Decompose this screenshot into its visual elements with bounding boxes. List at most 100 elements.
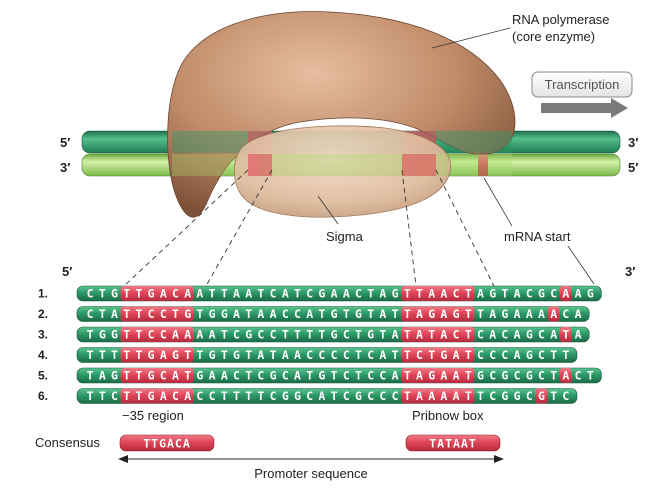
base-letter: C — [575, 369, 582, 383]
rna-polymerase-label: RNA polymerase — [512, 12, 610, 27]
base-letter: A — [526, 307, 533, 321]
base-letter: A — [428, 287, 435, 301]
sequence-row-number: 6. — [38, 389, 48, 403]
base-letter: A — [209, 328, 216, 342]
base-letter: T — [428, 328, 435, 342]
top-strand-3prime: 3′ — [628, 135, 638, 150]
sigma-mark-10 — [402, 154, 436, 176]
base-letter: T — [477, 307, 484, 321]
transcription-button — [531, 71, 633, 98]
base-letter: A — [416, 328, 423, 342]
base-letter: A — [538, 307, 545, 321]
sequence-highlight — [401, 327, 475, 342]
base-letter: T — [318, 328, 325, 342]
base-letter: T — [135, 389, 142, 403]
base-letter: C — [477, 348, 484, 362]
base-letter: T — [196, 307, 203, 321]
sequence-highlight — [559, 327, 572, 342]
base-letter: C — [453, 287, 460, 301]
base-letter: G — [538, 389, 545, 403]
base-letter: T — [355, 328, 362, 342]
base-letter: A — [221, 369, 228, 383]
top-strand-5prime: 5′ — [60, 135, 70, 150]
base-letter: T — [87, 389, 94, 403]
sequence-row-number: 2. — [38, 307, 48, 321]
base-letter: G — [526, 348, 533, 362]
base-letter: G — [501, 369, 508, 383]
base-letter: T — [343, 307, 350, 321]
base-letter: C — [306, 348, 313, 362]
base-letter: G — [526, 328, 533, 342]
base-letter: G — [538, 287, 545, 301]
base-letter: T — [172, 307, 179, 321]
strand-mark-start-bottom — [478, 154, 488, 176]
base-letter: G — [111, 328, 118, 342]
base-letter: C — [257, 328, 264, 342]
sigma-subunit — [233, 125, 452, 218]
base-letter: T — [416, 287, 423, 301]
base-letter: G — [428, 369, 435, 383]
base-letter: C — [453, 328, 460, 342]
base-letter: C — [160, 369, 167, 383]
base-letter: T — [245, 369, 252, 383]
base-letter: C — [233, 328, 240, 342]
base-letter: C — [282, 307, 289, 321]
base-letter: C — [209, 389, 216, 403]
base-letter: C — [172, 287, 179, 301]
base-letter: G — [355, 389, 362, 403]
base-letter: A — [514, 348, 521, 362]
base-letter: T — [355, 348, 362, 362]
base-letter: T — [562, 328, 569, 342]
base-letter: G — [489, 287, 496, 301]
sequence-highlight — [120, 347, 194, 363]
base-letter: C — [160, 328, 167, 342]
sequence-highlight — [120, 327, 194, 342]
sequence-row-number: 5. — [38, 369, 48, 383]
base-letter: T — [404, 328, 411, 342]
promoter-span-arrow — [118, 455, 504, 463]
base-letter: T — [404, 348, 411, 362]
base-letter: T — [465, 348, 472, 362]
base-letter: A — [575, 287, 582, 301]
base-letter: G — [245, 328, 252, 342]
base-letter: G — [233, 348, 240, 362]
base-letter: A — [562, 287, 569, 301]
base-letter: T — [99, 348, 106, 362]
base-letter: T — [87, 369, 94, 383]
sigma-strand-bottom — [258, 154, 448, 176]
consensus-pribnow: TATAAT — [405, 434, 501, 452]
base-letter: C — [270, 328, 277, 342]
base-letter: T — [465, 328, 472, 342]
base-letter: C — [343, 389, 350, 403]
base-letter: A — [575, 328, 582, 342]
base-letter: G — [501, 389, 508, 403]
base-letter: A — [514, 307, 521, 321]
base-letter: A — [514, 328, 521, 342]
bottom-strand-5prime: 5′ — [628, 160, 638, 175]
base-letter: C — [148, 307, 155, 321]
base-letter: T — [135, 369, 142, 383]
base-letter: T — [404, 389, 411, 403]
base-letter: A — [184, 287, 191, 301]
base-letter: T — [196, 348, 203, 362]
base-letter: T — [270, 348, 277, 362]
base-letter: G — [587, 287, 594, 301]
seq-3prime: 3′ — [625, 264, 635, 279]
base-letter: C — [501, 348, 508, 362]
base-letter: G — [514, 389, 521, 403]
sequence-highlight — [401, 347, 475, 363]
base-letter: T — [123, 307, 130, 321]
base-letter: A — [196, 287, 203, 301]
base-letter: C — [87, 287, 94, 301]
base-letter: T — [465, 369, 472, 383]
transcription-label: Transcription — [545, 77, 620, 92]
sigma-leader — [317, 195, 339, 225]
base-letter: C — [538, 328, 545, 342]
base-letter: T — [379, 328, 386, 342]
sigma-label: Sigma — [326, 229, 364, 244]
base-letter: G — [526, 369, 533, 383]
